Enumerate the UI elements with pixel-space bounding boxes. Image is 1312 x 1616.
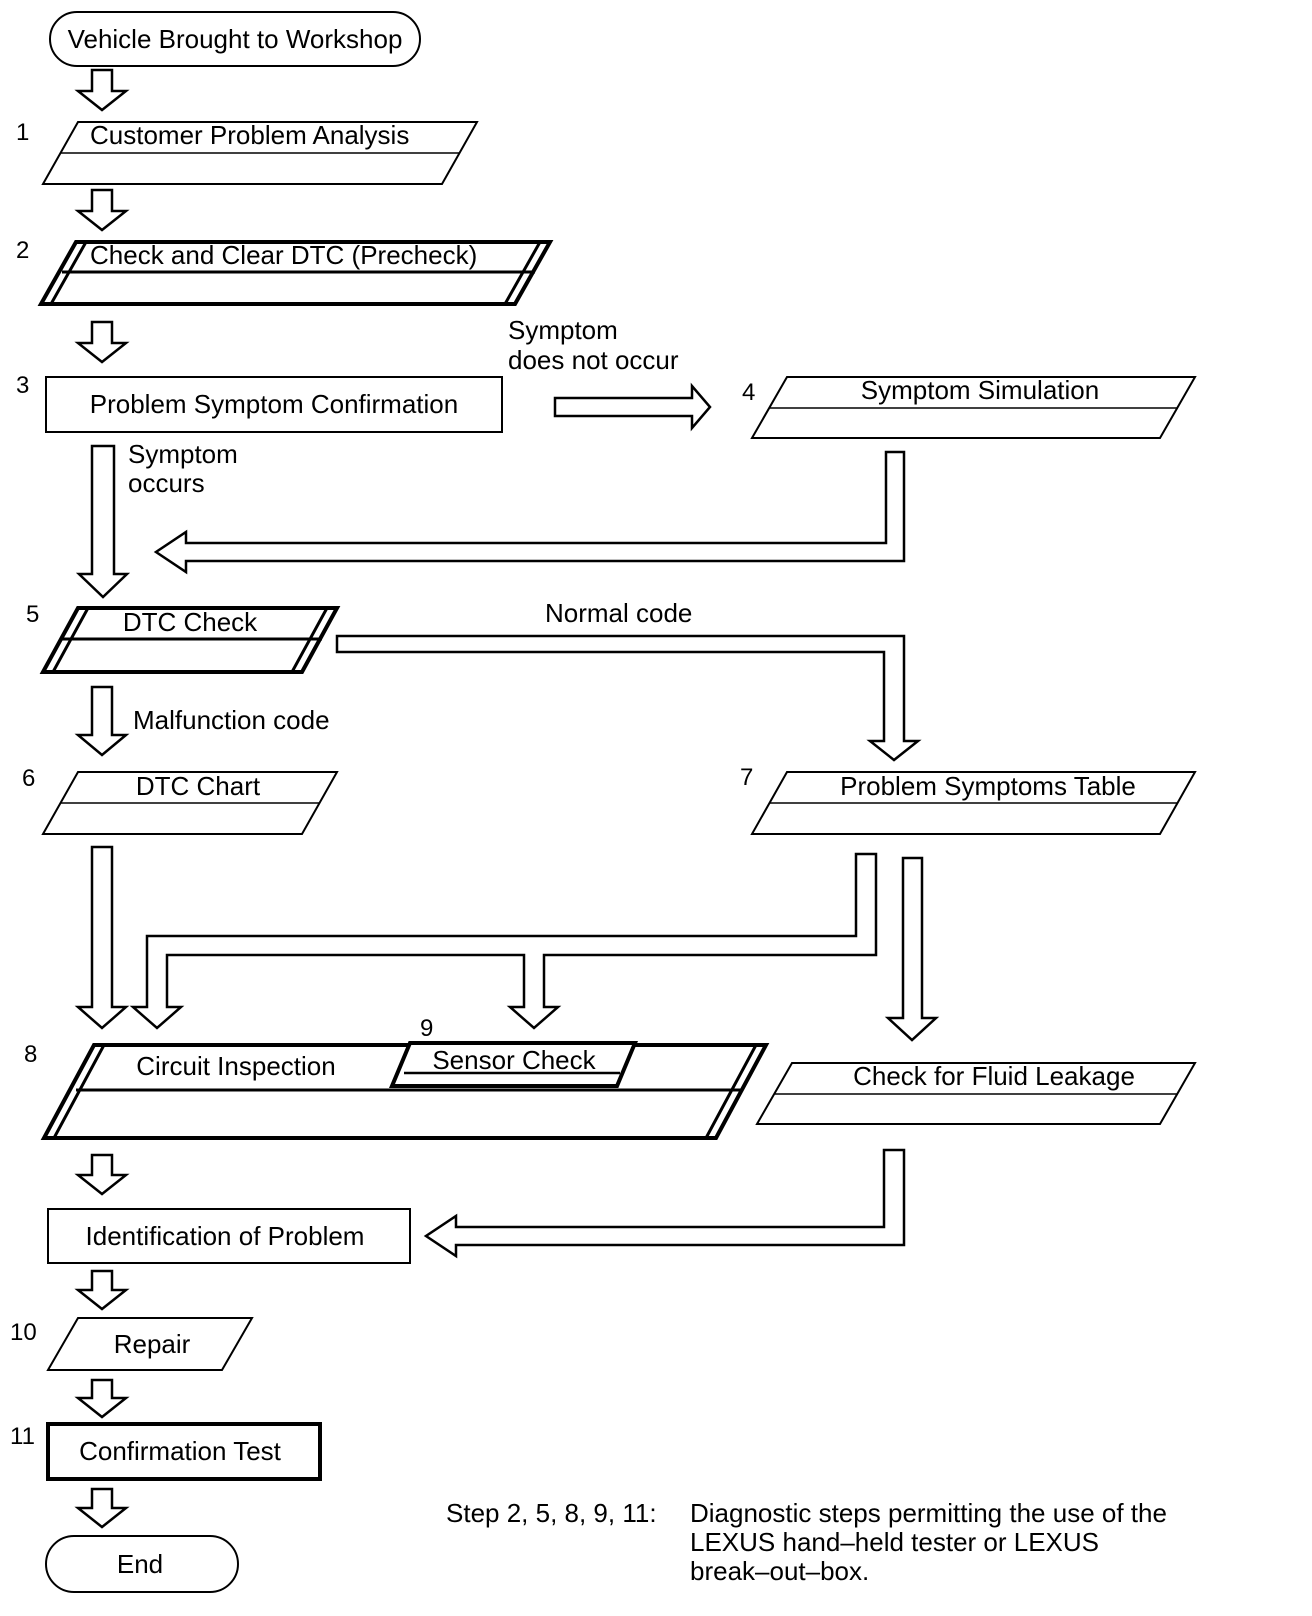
step-number-2: 2 bbox=[16, 237, 29, 264]
step-3-label: Problem Symptom Confirmation bbox=[90, 389, 458, 419]
arrow-7-to-fluid bbox=[884, 856, 940, 1042]
arrow-10-to-11 bbox=[74, 1378, 130, 1419]
fluid-leakage-label: Check for Fluid Leakage bbox=[853, 1061, 1135, 1091]
step-9-box bbox=[388, 1041, 639, 1088]
edge-label-symptom-not-occur-2: does not occur bbox=[508, 345, 679, 375]
arrow-1-to-2 bbox=[74, 188, 130, 232]
step-7-label: Problem Symptoms Table bbox=[840, 771, 1136, 801]
step-11-box bbox=[46, 1422, 322, 1481]
step-11-label: Confirmation Test bbox=[79, 1436, 282, 1466]
end-terminator bbox=[45, 1535, 239, 1593]
step-6-label: DTC Chart bbox=[136, 771, 261, 801]
step-10-label: Repair bbox=[114, 1329, 191, 1359]
step-4-label: Symptom Simulation bbox=[861, 375, 1099, 405]
arrow-identification-to-10 bbox=[74, 1269, 130, 1311]
arrow-11-to-end bbox=[74, 1487, 130, 1529]
note-line-3: break–out–box. bbox=[690, 1556, 869, 1586]
arrow-2-to-3 bbox=[74, 320, 130, 364]
edge-label-symptom-not-occur-1: Symptom bbox=[508, 315, 618, 345]
edge-label-symptom-occurs-2: occurs bbox=[128, 468, 205, 498]
step-9-label: Sensor Check bbox=[432, 1045, 596, 1075]
step-3-box bbox=[45, 376, 503, 433]
arrow-5-to-7 bbox=[335, 634, 922, 762]
start-label: Vehicle Brought to Workshop bbox=[68, 24, 403, 54]
step-number-10: 10 bbox=[10, 1319, 37, 1346]
step-10-box bbox=[46, 1317, 254, 1371]
arrow-3-to-5 bbox=[75, 444, 131, 599]
step-5-label: DTC Check bbox=[123, 607, 258, 637]
step-number-8: 8 bbox=[24, 1041, 37, 1068]
arrow-8-to-identification bbox=[74, 1153, 130, 1196]
step-number-6: 6 bbox=[22, 765, 35, 792]
arrow-5-to-6 bbox=[74, 685, 130, 757]
note-prefix: Step 2, 5, 8, 9, 11: bbox=[446, 1498, 657, 1528]
arrow-4-return bbox=[153, 450, 906, 575]
step-number-4: 4 bbox=[742, 379, 755, 406]
step-2-label: Check and Clear DTC (Precheck) bbox=[90, 240, 477, 270]
start-terminator bbox=[49, 11, 421, 67]
arrow-3-to-4 bbox=[553, 382, 712, 432]
edge-label-normal-code: Normal code bbox=[545, 598, 692, 628]
step-number-7: 7 bbox=[740, 764, 753, 791]
edge-label-symptom-occurs-1: Symptom bbox=[128, 439, 238, 469]
arrow-start-to-1 bbox=[74, 68, 130, 112]
step-8-label: Circuit Inspection bbox=[136, 1051, 335, 1081]
edge-label-malfunction-code: Malfunction code bbox=[133, 705, 330, 735]
note-line-2: LEXUS hand–held tester or LEXUS bbox=[690, 1527, 1099, 1557]
identification-box bbox=[47, 1208, 411, 1264]
step-number-5: 5 bbox=[26, 601, 39, 628]
arrow-fluid-to-identification bbox=[423, 1148, 906, 1259]
note-line-1: Diagnostic steps permitting the use of t… bbox=[690, 1498, 1167, 1528]
arrow-6-to-8 bbox=[74, 845, 130, 1030]
step-number-11: 11 bbox=[10, 1423, 35, 1450]
step-number-3: 3 bbox=[16, 372, 29, 399]
step-number-9: 9 bbox=[420, 1015, 433, 1042]
step-number-1: 1 bbox=[16, 119, 29, 146]
identification-label: Identification of Problem bbox=[86, 1221, 365, 1251]
arrow-7-to-8-9 bbox=[129, 852, 878, 1030]
end-label: End bbox=[117, 1549, 163, 1579]
step-1-label: Customer Problem Analysis bbox=[90, 120, 409, 150]
